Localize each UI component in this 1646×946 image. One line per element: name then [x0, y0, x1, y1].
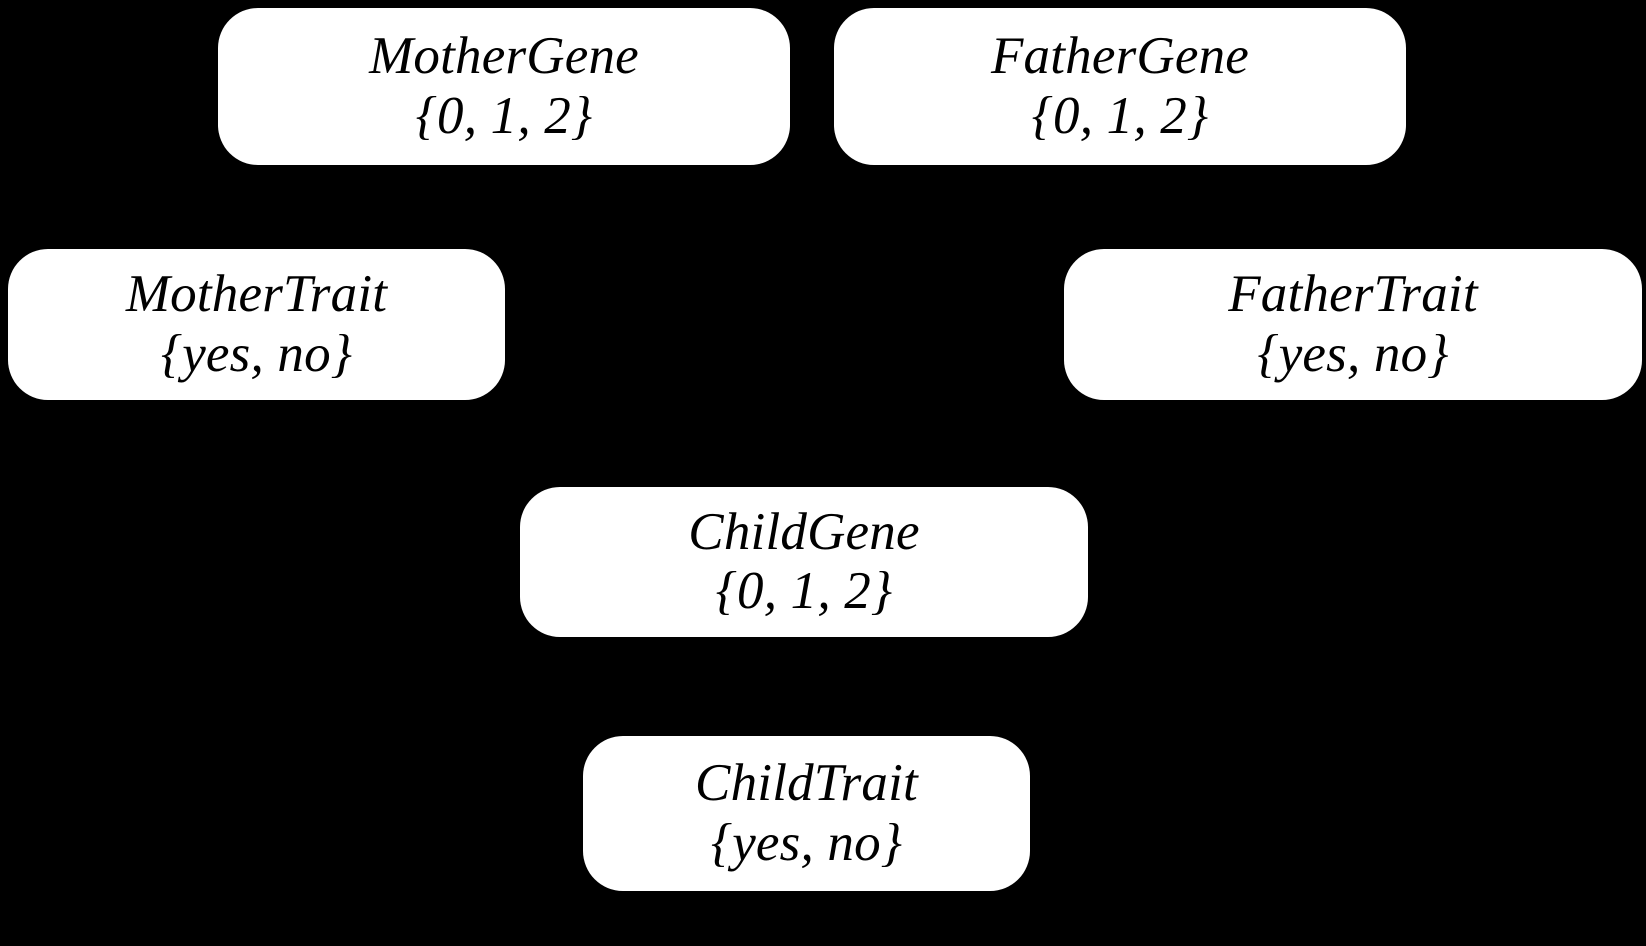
node-mother-trait[interactable]: MotherTrait {yes, no} [8, 249, 505, 400]
node-child-trait-domain: {yes, no} [710, 813, 903, 872]
node-father-trait-label: FatherTrait [1228, 265, 1478, 324]
node-mother-trait-label: MotherTrait [125, 265, 388, 324]
node-mother-trait-domain: {yes, no} [160, 324, 353, 383]
node-father-trait-domain: {yes, no} [1257, 324, 1449, 383]
node-child-trait[interactable]: ChildTrait {yes, no} [583, 736, 1030, 891]
node-father-trait[interactable]: FatherTrait {yes, no} [1064, 249, 1642, 400]
node-father-gene[interactable]: FatherGene {0, 1, 2} [834, 8, 1406, 165]
node-child-gene-domain: {0, 1, 2} [715, 562, 893, 620]
node-mother-gene-domain: {0, 1, 2} [415, 86, 593, 145]
node-mother-gene-label: MotherGene [369, 27, 639, 86]
node-child-gene-label: ChildGene [688, 502, 920, 561]
node-father-gene-domain: {0, 1, 2} [1031, 86, 1209, 145]
node-child-trait-label: ChildTrait [695, 754, 918, 813]
node-mother-gene[interactable]: MotherGene {0, 1, 2} [218, 8, 790, 165]
node-child-gene[interactable]: ChildGene {0, 1, 2} [520, 487, 1088, 637]
node-father-gene-label: FatherGene [990, 27, 1250, 86]
